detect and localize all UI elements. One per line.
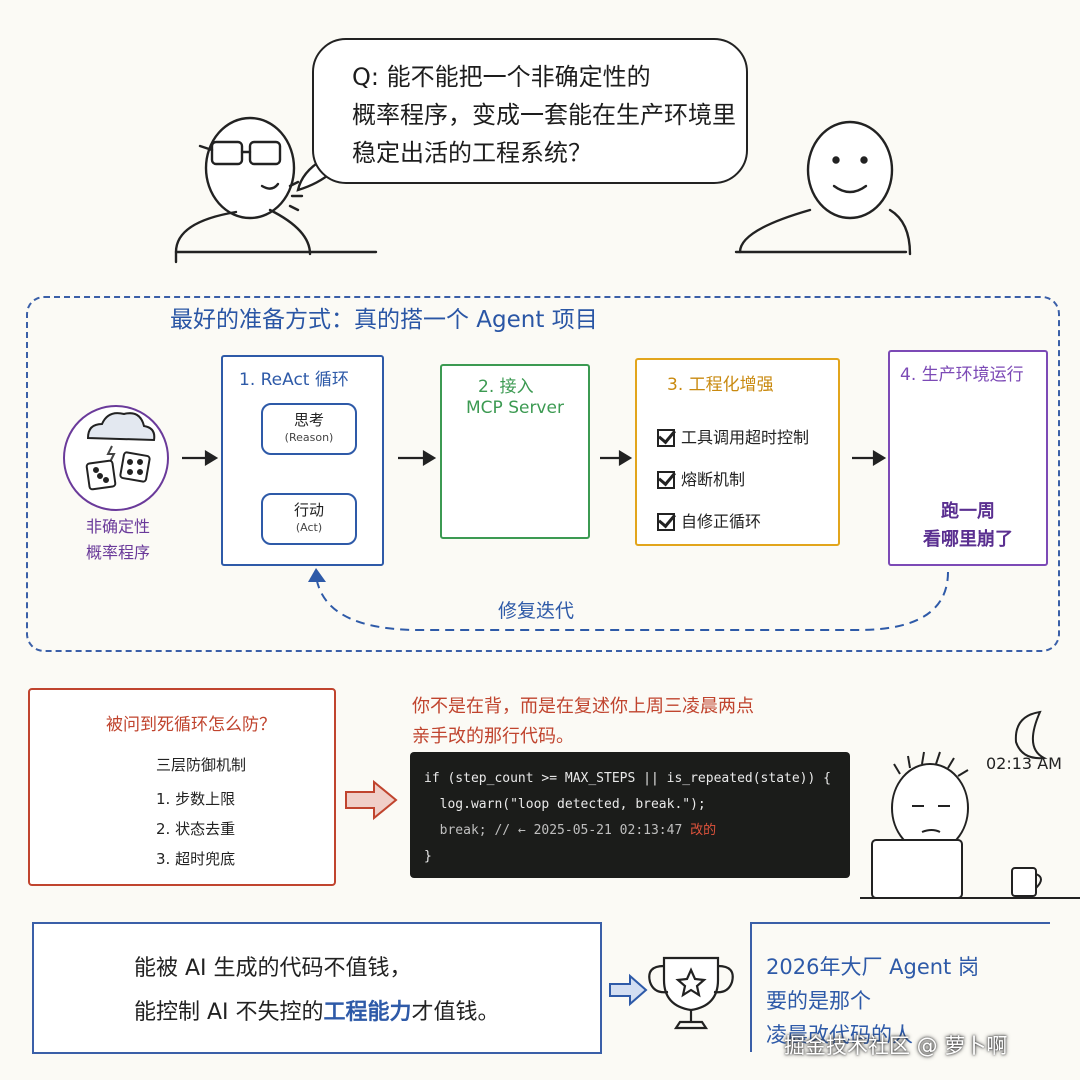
checkbox-icon	[657, 513, 675, 531]
red-arrow	[345, 779, 398, 821]
conclusion-line-1: 能被 AI 生成的代码不值钱，	[134, 956, 412, 981]
code-note: 改的	[690, 823, 717, 838]
speaker-figure	[174, 116, 378, 264]
goal-line: 凌晨改代码的人	[766, 1023, 913, 1047]
question-line: Q: 能不能把一个非确定性的	[352, 63, 651, 91]
flow-arrows	[182, 450, 887, 466]
stage-react-title: 1. ReAct 循环	[239, 370, 349, 390]
watermark: 掘金技术社区 @ 萝卜啊	[784, 1034, 1008, 1058]
source-label-line: 概率程序	[85, 543, 150, 562]
goal-line: 2026年大厂 Agent 岗	[766, 955, 979, 979]
stage-production-title: 4. 生产环境运行	[900, 365, 1024, 385]
probability-icon	[63, 405, 169, 511]
stage-mcp-subtitle: MCP Server	[466, 398, 564, 418]
highlight-text: 工程能力	[323, 1000, 412, 1025]
check-item: 自修正循环	[657, 508, 761, 532]
defense-question: 被问到死循环怎么防？	[106, 715, 276, 735]
stage-engineering: 3. 工程化增强 工具调用超时控制 熔断机制 自修正循环	[635, 358, 840, 546]
goal-box: 2026年大厂 Agent 岗 要的是那个 凌晨改代码的人	[750, 922, 1050, 1052]
source-label-line: 非确定性	[85, 517, 150, 536]
stage-mcp: 2. 接入 MCP Server	[440, 364, 590, 539]
checkbox-icon	[657, 429, 675, 447]
question-line: 概率程序，变成一套能在生产环境里	[352, 101, 736, 129]
production-caption-line: 跑一周	[941, 501, 995, 522]
conclusion-box: 能被 AI 生成的代码不值钱， 能控制 AI 不失控的工程能力才值钱。	[32, 922, 602, 1054]
act-sub: (Act)	[295, 521, 323, 534]
tired-coder-figure	[860, 751, 1080, 899]
think-label: 思考	[293, 411, 324, 429]
stage-react: 1. ReAct 循环 思考 (Reason) 行动 (Act)	[221, 355, 384, 566]
act-node: 行动 (Act)	[261, 493, 357, 545]
question-bubble: Q: 能不能把一个非确定性的 概率程序，变成一套能在生产环境里 稳定出活的工程系…	[312, 38, 748, 184]
goal-line: 要的是那个	[766, 989, 871, 1013]
check-item: 工具调用超时控制	[657, 424, 809, 448]
trophy-icon	[648, 956, 734, 1030]
code-block: if (step_count >= MAX_STEPS || is_repeat…	[410, 752, 850, 878]
defense-box: 被问到死循环怎么防？ 三层防御机制 1. 步数上限 2. 状态去重 3. 超时兜…	[28, 688, 336, 886]
stage-production: 4. 生产环境运行 跑一周 看哪里崩了	[888, 350, 1048, 566]
loop-back-arrow	[315, 571, 949, 631]
think-sub: (Reason)	[284, 431, 334, 444]
think-node: 思考 (Reason)	[261, 403, 357, 455]
recall-text: 你不是在背，而是在复述你上周三凌晨两点 亲手改的那行代码。	[412, 692, 754, 752]
source-label: 非确定性 概率程序	[72, 514, 164, 566]
production-caption: 跑一周 看哪里崩了	[890, 498, 1046, 554]
stage-mcp-title: 2. 接入	[478, 377, 534, 397]
recall-line: 亲手改的那行代码。	[412, 726, 574, 747]
code-line: if (step_count >= MAX_STEPS || is_repeat…	[424, 771, 831, 786]
listener-figure	[734, 120, 912, 256]
defense-item: 2. 状态去重	[156, 820, 236, 838]
act-label: 行动	[293, 501, 324, 519]
time-label: 02:13 AM	[986, 754, 1062, 773]
loop-back-label: 修复迭代	[498, 600, 575, 622]
code-line: break; // ← 2025-05-21 02:13:47 改的	[424, 823, 717, 838]
goal-text: 2026年大厂 Agent 岗 要的是那个 凌晨改代码的人	[766, 950, 979, 1052]
check-item: 熔断机制	[657, 466, 745, 490]
blue-arrow	[609, 973, 648, 1007]
production-caption-line: 看哪里崩了	[923, 529, 1013, 550]
defense-item: 1. 步数上限	[156, 790, 236, 808]
conclusion-line-2: 能控制 AI 不失控的工程能力才值钱。	[134, 1000, 500, 1025]
stage-engineering-title: 3. 工程化增强	[667, 375, 774, 395]
recall-line: 你不是在背，而是在复述你上周三凌晨两点	[412, 696, 754, 717]
plan-title: 最好的准备方式：真的搭一个 Agent 项目	[170, 307, 598, 333]
checkbox-icon	[657, 471, 675, 489]
code-line: }	[424, 849, 432, 864]
code-line: log.warn("loop detected, break.");	[424, 797, 706, 812]
moon-icon	[1014, 710, 1048, 760]
plan-panel	[26, 296, 1060, 652]
defense-item: 3. 超时兜底	[156, 850, 236, 868]
question-line: 稳定出活的工程系统？	[352, 139, 592, 167]
defense-heading: 三层防御机制	[156, 756, 247, 774]
